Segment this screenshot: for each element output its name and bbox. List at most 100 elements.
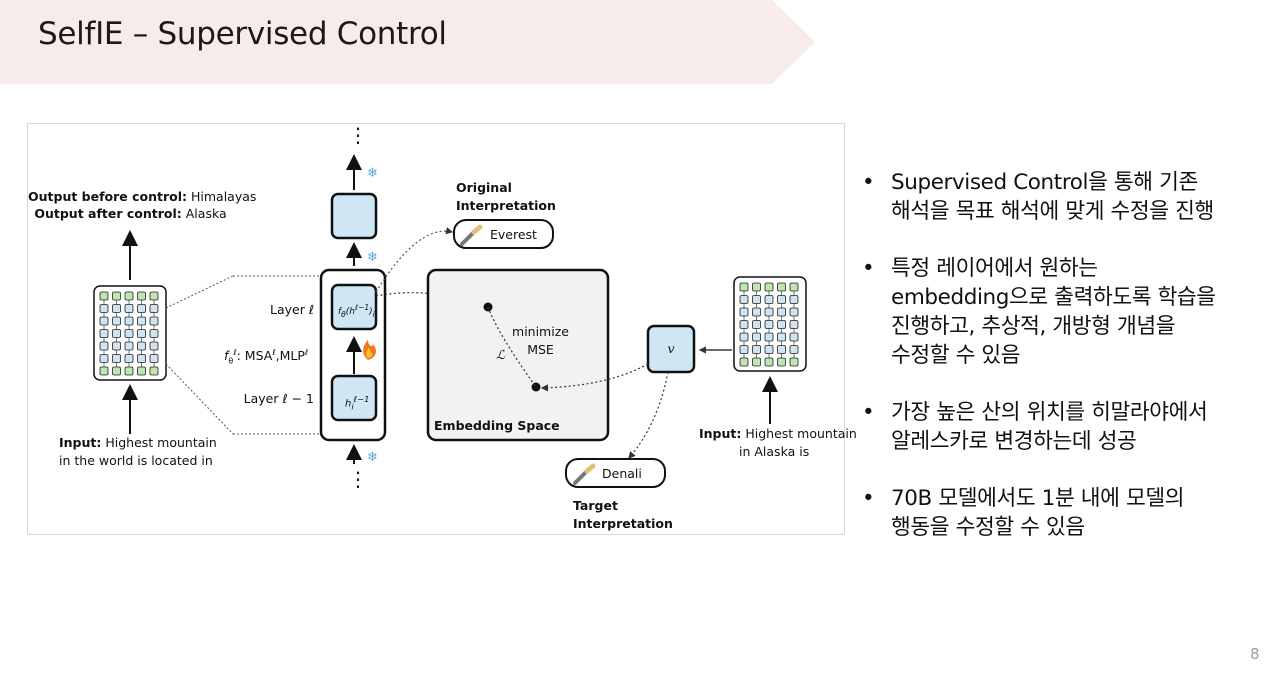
frozen-icon: ❄ <box>367 166 378 181</box>
grid-node <box>124 366 134 376</box>
grid-node <box>99 354 109 363</box>
grid-node <box>764 332 774 342</box>
grid-node <box>137 304 146 313</box>
left-model-grid <box>93 285 167 381</box>
grid-node <box>764 357 774 367</box>
title-banner-shape <box>0 0 815 84</box>
f-theta-label: fθℓ: MSAℓ,MLPℓ <box>224 348 309 366</box>
bullet-dot: • <box>862 170 875 195</box>
grid-node <box>789 345 799 354</box>
grid-node <box>149 329 159 338</box>
grid-node <box>789 307 799 317</box>
grid-node <box>789 320 799 329</box>
output-before-control: Output before control: Himalayas <box>28 189 257 204</box>
grid-node <box>789 332 799 342</box>
layer-l-label: Layer ℓ <box>270 302 314 317</box>
grid-node <box>789 357 799 367</box>
grid-node <box>777 357 786 367</box>
upper-layer-box <box>330 192 378 240</box>
ellipsis-bottom: ⋮ <box>348 467 368 491</box>
grid-node <box>777 282 786 292</box>
lens-icon <box>573 463 596 485</box>
grid-node <box>112 316 121 326</box>
diagram-graphics: ❄ ❄ ❄ <box>93 154 807 488</box>
layer-l-box <box>330 283 378 331</box>
grid-node <box>99 341 109 351</box>
grid-node <box>149 291 159 301</box>
grid-node <box>124 316 134 326</box>
grid-node <box>137 341 146 351</box>
grid-node <box>124 291 134 301</box>
grid-node <box>764 320 774 329</box>
ellipsis-top: ⋮ <box>348 123 368 147</box>
frozen-icon: ❄ <box>367 250 378 265</box>
grid-node <box>112 291 121 301</box>
grid-node <box>739 345 749 354</box>
grid-node <box>739 320 749 329</box>
grid-node <box>789 295 799 304</box>
grid-node <box>752 345 761 354</box>
everest-text: Everest <box>490 227 537 242</box>
grid-node <box>124 354 134 363</box>
grid-node <box>137 354 146 363</box>
grid-node <box>137 291 146 301</box>
original-interpretation-label-2: Interpretation <box>456 198 556 213</box>
grid-node <box>764 345 774 354</box>
grid-node <box>149 304 159 313</box>
grid-node <box>149 366 159 376</box>
grid-node <box>777 307 786 317</box>
input-left-line2: in the world is located in <box>59 453 213 468</box>
grid-node <box>764 307 774 317</box>
grid-node <box>124 341 134 351</box>
grid-node <box>764 282 774 292</box>
bullet-dot: • <box>862 400 875 425</box>
grid-node <box>752 357 761 367</box>
lens-icon <box>460 224 483 246</box>
denali-text: Denali <box>602 466 642 481</box>
page-number: 8 <box>1250 645 1260 663</box>
grid-node <box>124 329 134 338</box>
grid-node <box>777 345 786 354</box>
grid-node <box>777 320 786 329</box>
bullet-dot: • <box>862 256 875 281</box>
grid-node <box>112 354 121 363</box>
embedding-space-box <box>426 268 610 442</box>
slide-title: SelfIE – Supervised Control <box>38 16 447 52</box>
bullet-list: • Supervised Control을 통해 기존 해석을 목표 해석에 맞… <box>862 168 1262 570</box>
grid-node <box>112 329 121 338</box>
trainable-fire-icon <box>363 340 376 360</box>
input-right-line2: in Alaska is <box>739 444 810 459</box>
bullet-item: • Supervised Control을 통해 기존 해석을 목표 해석에 맞… <box>862 170 1214 224</box>
input-right: Input: Highest mountain <box>699 426 857 441</box>
grid-node <box>137 316 146 326</box>
grid-node <box>137 366 146 376</box>
bullet-item: • 가장 높은 산의 위치를 히말라야에서 알레스카로 변경하는데 성공 <box>862 400 1208 454</box>
v-vector-box <box>646 324 696 374</box>
selfie-diagram: ❄ ❄ ❄ <box>27 123 857 535</box>
grid-node <box>99 329 109 338</box>
grid-node <box>149 341 159 351</box>
f-box-label: fθ(hℓ−1)i <box>338 303 375 319</box>
grid-node <box>752 307 761 317</box>
bullet-item: • 70B 모델에서도 1분 내에 모델의 행동을 수정할 수 있음 <box>862 486 1185 540</box>
h-prev-label: hiℓ−1 <box>345 394 370 412</box>
layer-l-minus-1-box <box>330 374 378 422</box>
grid-node <box>99 291 109 301</box>
grid-node <box>764 295 774 304</box>
grid-node <box>777 332 786 342</box>
grid-node <box>739 332 749 342</box>
target-interpretation-label: Target <box>573 498 618 513</box>
grid-node <box>112 304 121 313</box>
grid-node <box>124 304 134 313</box>
original-interpretation-label: Original <box>456 180 512 195</box>
grid-node <box>99 316 109 326</box>
input-left: Input: Highest mountain <box>59 435 217 450</box>
grid-node <box>149 316 159 326</box>
bullet-item: • 특정 레이어에서 원하는 embedding으로 출력하도록 학습을 진행하… <box>862 256 1216 368</box>
grid-node <box>739 357 749 367</box>
grid-node <box>739 282 749 292</box>
grid-node <box>789 282 799 292</box>
embedding-space-label: Embedding Space <box>434 418 560 433</box>
grid-node <box>112 366 121 376</box>
target-interpretation-label-2: Interpretation <box>573 516 673 531</box>
